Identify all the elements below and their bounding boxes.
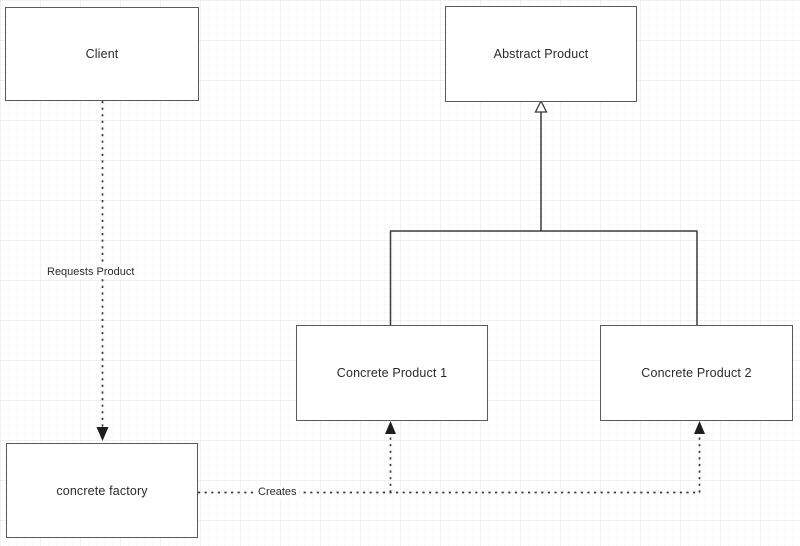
node-concrete-product-2-label: Concrete Product 2 <box>641 366 752 380</box>
hollow-triangle-arrow-icon <box>534 99 548 113</box>
node-concrete-factory[interactable]: concrete factory <box>6 443 198 538</box>
node-concrete-product-1-label: Concrete Product 1 <box>336 366 448 380</box>
node-concrete-product-2[interactable]: Concrete Product 2 <box>600 325 793 421</box>
filled-triangle-arrow-icon <box>385 421 396 434</box>
node-client[interactable]: Client <box>5 7 199 101</box>
edge-label-requests-product: Requests Product <box>45 266 137 279</box>
node-client-label: Client <box>85 47 119 61</box>
edge-inheritance-trunk <box>389 99 698 325</box>
node-abstract-product[interactable]: Abstract Product <box>445 6 637 102</box>
node-concrete-factory-label: concrete factory <box>56 483 148 498</box>
edge-label-creates: Creates <box>256 486 299 499</box>
node-abstract-product-label: Abstract Product <box>493 47 589 61</box>
edge-creates <box>198 421 705 494</box>
filled-triangle-arrow-icon <box>694 421 705 434</box>
node-concrete-product-1[interactable]: Concrete Product 1 <box>296 325 488 421</box>
filled-triangle-arrow-icon <box>96 427 109 441</box>
